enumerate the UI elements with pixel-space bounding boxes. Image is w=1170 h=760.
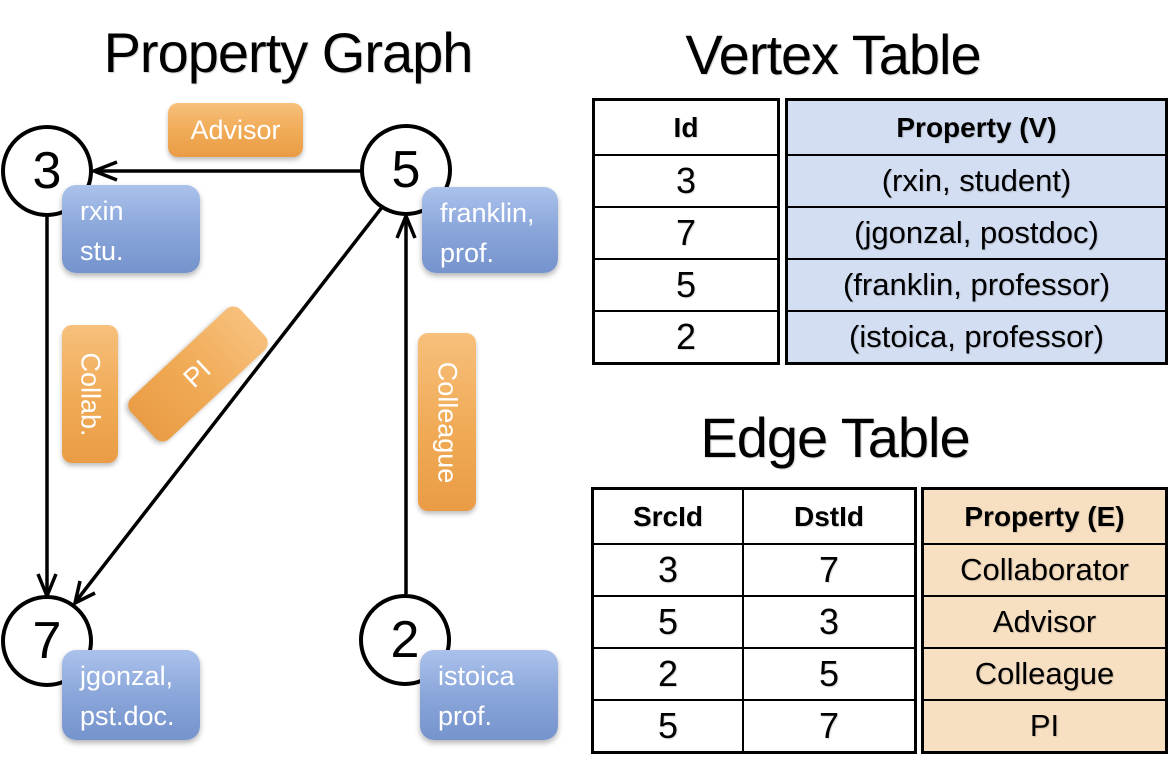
vertex-box-istoica-line2: prof.	[438, 701, 493, 731]
vertex-table-header-id: Id	[673, 111, 699, 143]
edge-label-colleague: Colleague	[418, 333, 476, 511]
edge-label-advisor: Advisor	[168, 103, 303, 157]
vertex-table-property-column: Property (V) (rxin, student) (jgonzal, p…	[785, 98, 1168, 365]
vertex-box-rxin: rxin stu.	[62, 185, 200, 273]
vertex-box-rxin-line2: stu.	[80, 236, 124, 266]
edge-table-header-dstid: DstId	[742, 490, 914, 543]
edge-table-row-srcid: 5	[594, 699, 742, 751]
vertex-table-row-id: 3	[595, 154, 777, 206]
vertex-table-id-column: Id 3 7 5 2	[592, 98, 780, 365]
vertex-table-title: Vertex Table	[685, 23, 981, 86]
edge-table-row-srcid: 5	[594, 595, 742, 647]
node-2-label: 2	[390, 611, 420, 669]
edge-advisor-arrowhead	[89, 160, 118, 182]
edge-table-row-dstid: 3	[742, 595, 914, 647]
vertex-box-istoica: istoica prof.	[420, 650, 558, 740]
vertex-table-row-id: 5	[595, 258, 777, 310]
edge-table-row-property: Collaborator	[924, 543, 1165, 595]
property-graph-title: Property Graph	[103, 21, 474, 84]
edge-table-title: Edge Table	[700, 406, 970, 469]
node-5-label: 5	[391, 141, 421, 199]
vertex-box-istoica-line1: istoica	[438, 661, 515, 691]
edge-label-collab-text: Collab.	[75, 351, 106, 437]
edge-table-id-columns: SrcId DstId 3 7 5 3 2 5 5 7	[591, 487, 917, 754]
vertex-table-row-id: 2	[595, 310, 777, 362]
edge-colleague-arrowhead	[395, 211, 417, 239]
edge-table-row-property: Colleague	[924, 647, 1165, 699]
vertex-table-row-property: (franklin, professor)	[788, 258, 1165, 310]
edge-table-row-dstid: 7	[742, 543, 914, 595]
node-3-label: 3	[32, 142, 62, 200]
vertex-table-row-property: (rxin, student)	[788, 154, 1165, 206]
edge-label-collab: Collab.	[62, 325, 118, 463]
edge-label-pi-text: PI	[178, 353, 218, 394]
graph-edges	[36, 160, 417, 607]
vertex-box-jgonzal-line2: pst.doc.	[80, 701, 175, 731]
edge-table-row-srcid: 2	[594, 647, 742, 699]
vertex-box-franklin-line1: franklin,	[440, 198, 535, 228]
edge-table-property-column: Property (E) Collaborator Advisor Collea…	[921, 487, 1168, 754]
vertex-table-row-property: (jgonzal, postdoc)	[788, 206, 1165, 258]
edge-table-row-srcid: 3	[594, 543, 742, 595]
edge-table-header-srcid: SrcId	[632, 500, 704, 532]
edge-table-header-property: Property (E)	[924, 490, 1165, 543]
vertex-table-row-id: 7	[595, 206, 777, 258]
edge-pi-arrowhead	[72, 580, 96, 607]
vertex-table-row-property: (istoica, professor)	[788, 310, 1165, 362]
vertex-box-franklin: franklin, prof.	[422, 187, 558, 273]
edge-table-row-property: PI	[924, 699, 1165, 751]
node-7-label: 7	[32, 612, 62, 670]
vertex-box-jgonzal-line1: jgonzal,	[80, 661, 174, 691]
vertex-box-jgonzal: jgonzal, pst.doc.	[62, 650, 200, 740]
edge-table-row-dstid: 5	[742, 647, 914, 699]
vertex-box-rxin-line1: rxin	[80, 196, 124, 226]
edge-label-colleague-text: Colleague	[432, 361, 463, 483]
vertex-table-header-property: Property (V)	[788, 101, 1165, 154]
graph-node-2: 2	[359, 594, 451, 686]
edge-table-row-property: Advisor	[924, 595, 1165, 647]
edge-pi-line	[75, 204, 385, 602]
edge-label-advisor-text: Advisor	[190, 114, 281, 145]
vertex-box-franklin-line2: prof.	[440, 238, 495, 268]
edge-table-row-dstid: 7	[742, 699, 914, 751]
